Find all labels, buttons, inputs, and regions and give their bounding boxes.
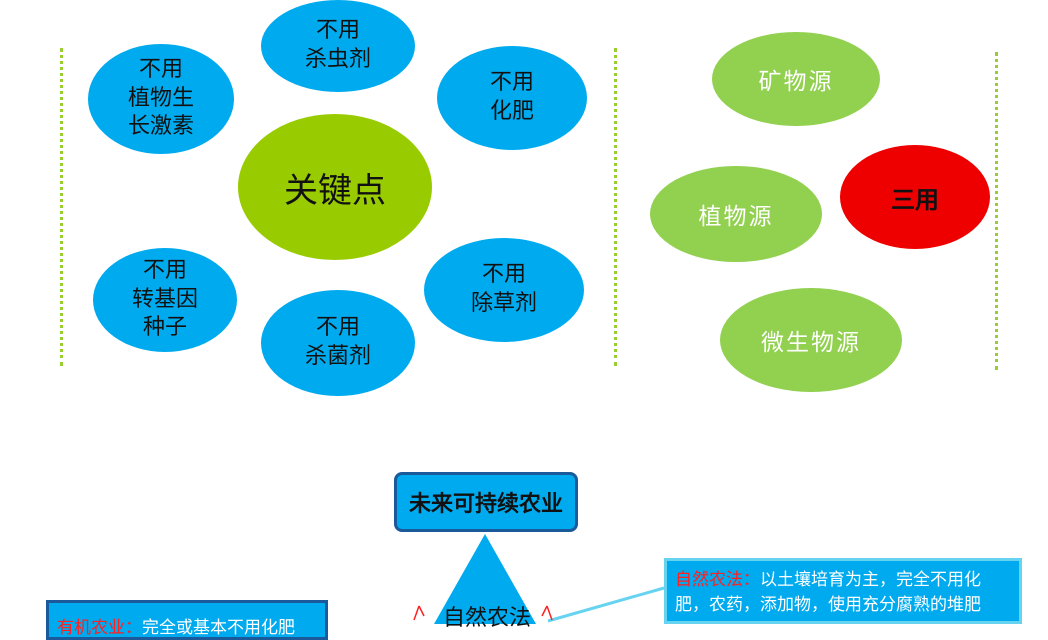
natural-farming-triangle-label: 自然农法	[442, 606, 531, 631]
divider-right	[995, 52, 998, 370]
bubble-no-insecticide: 不用 杀虫剂	[261, 0, 415, 92]
bubble-no-fungicide-label: 不用 杀菌剂	[304, 315, 371, 369]
natural-farming-triangle	[434, 534, 536, 624]
bubble-microbial-source: 微生物源	[720, 288, 902, 392]
bottom-diagram-shapes	[413, 534, 665, 624]
mineral-source-label: 矿物源	[758, 69, 834, 95]
bubble-key-points: 关键点	[238, 114, 432, 260]
organic-farming-label: 有机农业：	[57, 618, 142, 638]
bubble-no-gmo-seeds-label: 不用 转基因 种子	[131, 258, 198, 341]
plant-source-label: 植物源	[698, 204, 774, 230]
connector-line	[547, 586, 665, 623]
bubble-no-herbicide: 不用 除草剂	[424, 238, 584, 342]
natural-farming-text: 以土壤培育为主，完全不用化肥，农药，添加物，使用充分腐熟的堆肥	[675, 570, 981, 615]
microbial-source-label: 微生物源	[761, 330, 861, 356]
bubble-no-fungicide: 不用 杀菌剂	[261, 290, 415, 396]
bubble-plant-source: 植物源	[650, 166, 822, 262]
organic-farming-box: 有机农业：完全或基本不用化肥	[46, 600, 328, 640]
key-points-label: 关键点	[284, 170, 386, 211]
arrow-right	[541, 605, 553, 621]
organic-farming-text: 完全或基本不用化肥	[142, 618, 295, 638]
arrow-left	[413, 605, 425, 621]
bubble-no-fertilizer: 不用 化肥	[437, 46, 587, 150]
bubble-no-growth-hormone-label: 不用 植物生 长激素	[127, 57, 194, 140]
bubble-mineral-source: 矿物源	[712, 32, 880, 126]
bubble-no-fertilizer-label: 不用 化肥	[489, 70, 534, 124]
bubble-no-growth-hormone: 不用 植物生 长激素	[88, 44, 234, 154]
three-uses-label: 三用	[891, 184, 939, 214]
divider-left	[60, 48, 63, 366]
bubble-no-gmo-seeds: 不用 转基因 种子	[93, 248, 237, 352]
bubble-no-insecticide-label: 不用 杀虫剂	[304, 18, 371, 72]
natural-farming-label: 自然农法：	[675, 570, 760, 590]
divider-middle	[614, 48, 617, 366]
natural-farming-box: 自然农法：以土壤培育为主，完全不用化肥，农药，添加物，使用充分腐熟的堆肥	[664, 558, 1022, 624]
future-title: 未来可持续农业	[408, 492, 563, 517]
bubble-no-herbicide-label: 不用 除草剂	[470, 262, 537, 316]
future-sustainable-agriculture-box: 未来可持续农业	[394, 472, 578, 532]
bubble-three-uses: 三用	[840, 145, 990, 249]
